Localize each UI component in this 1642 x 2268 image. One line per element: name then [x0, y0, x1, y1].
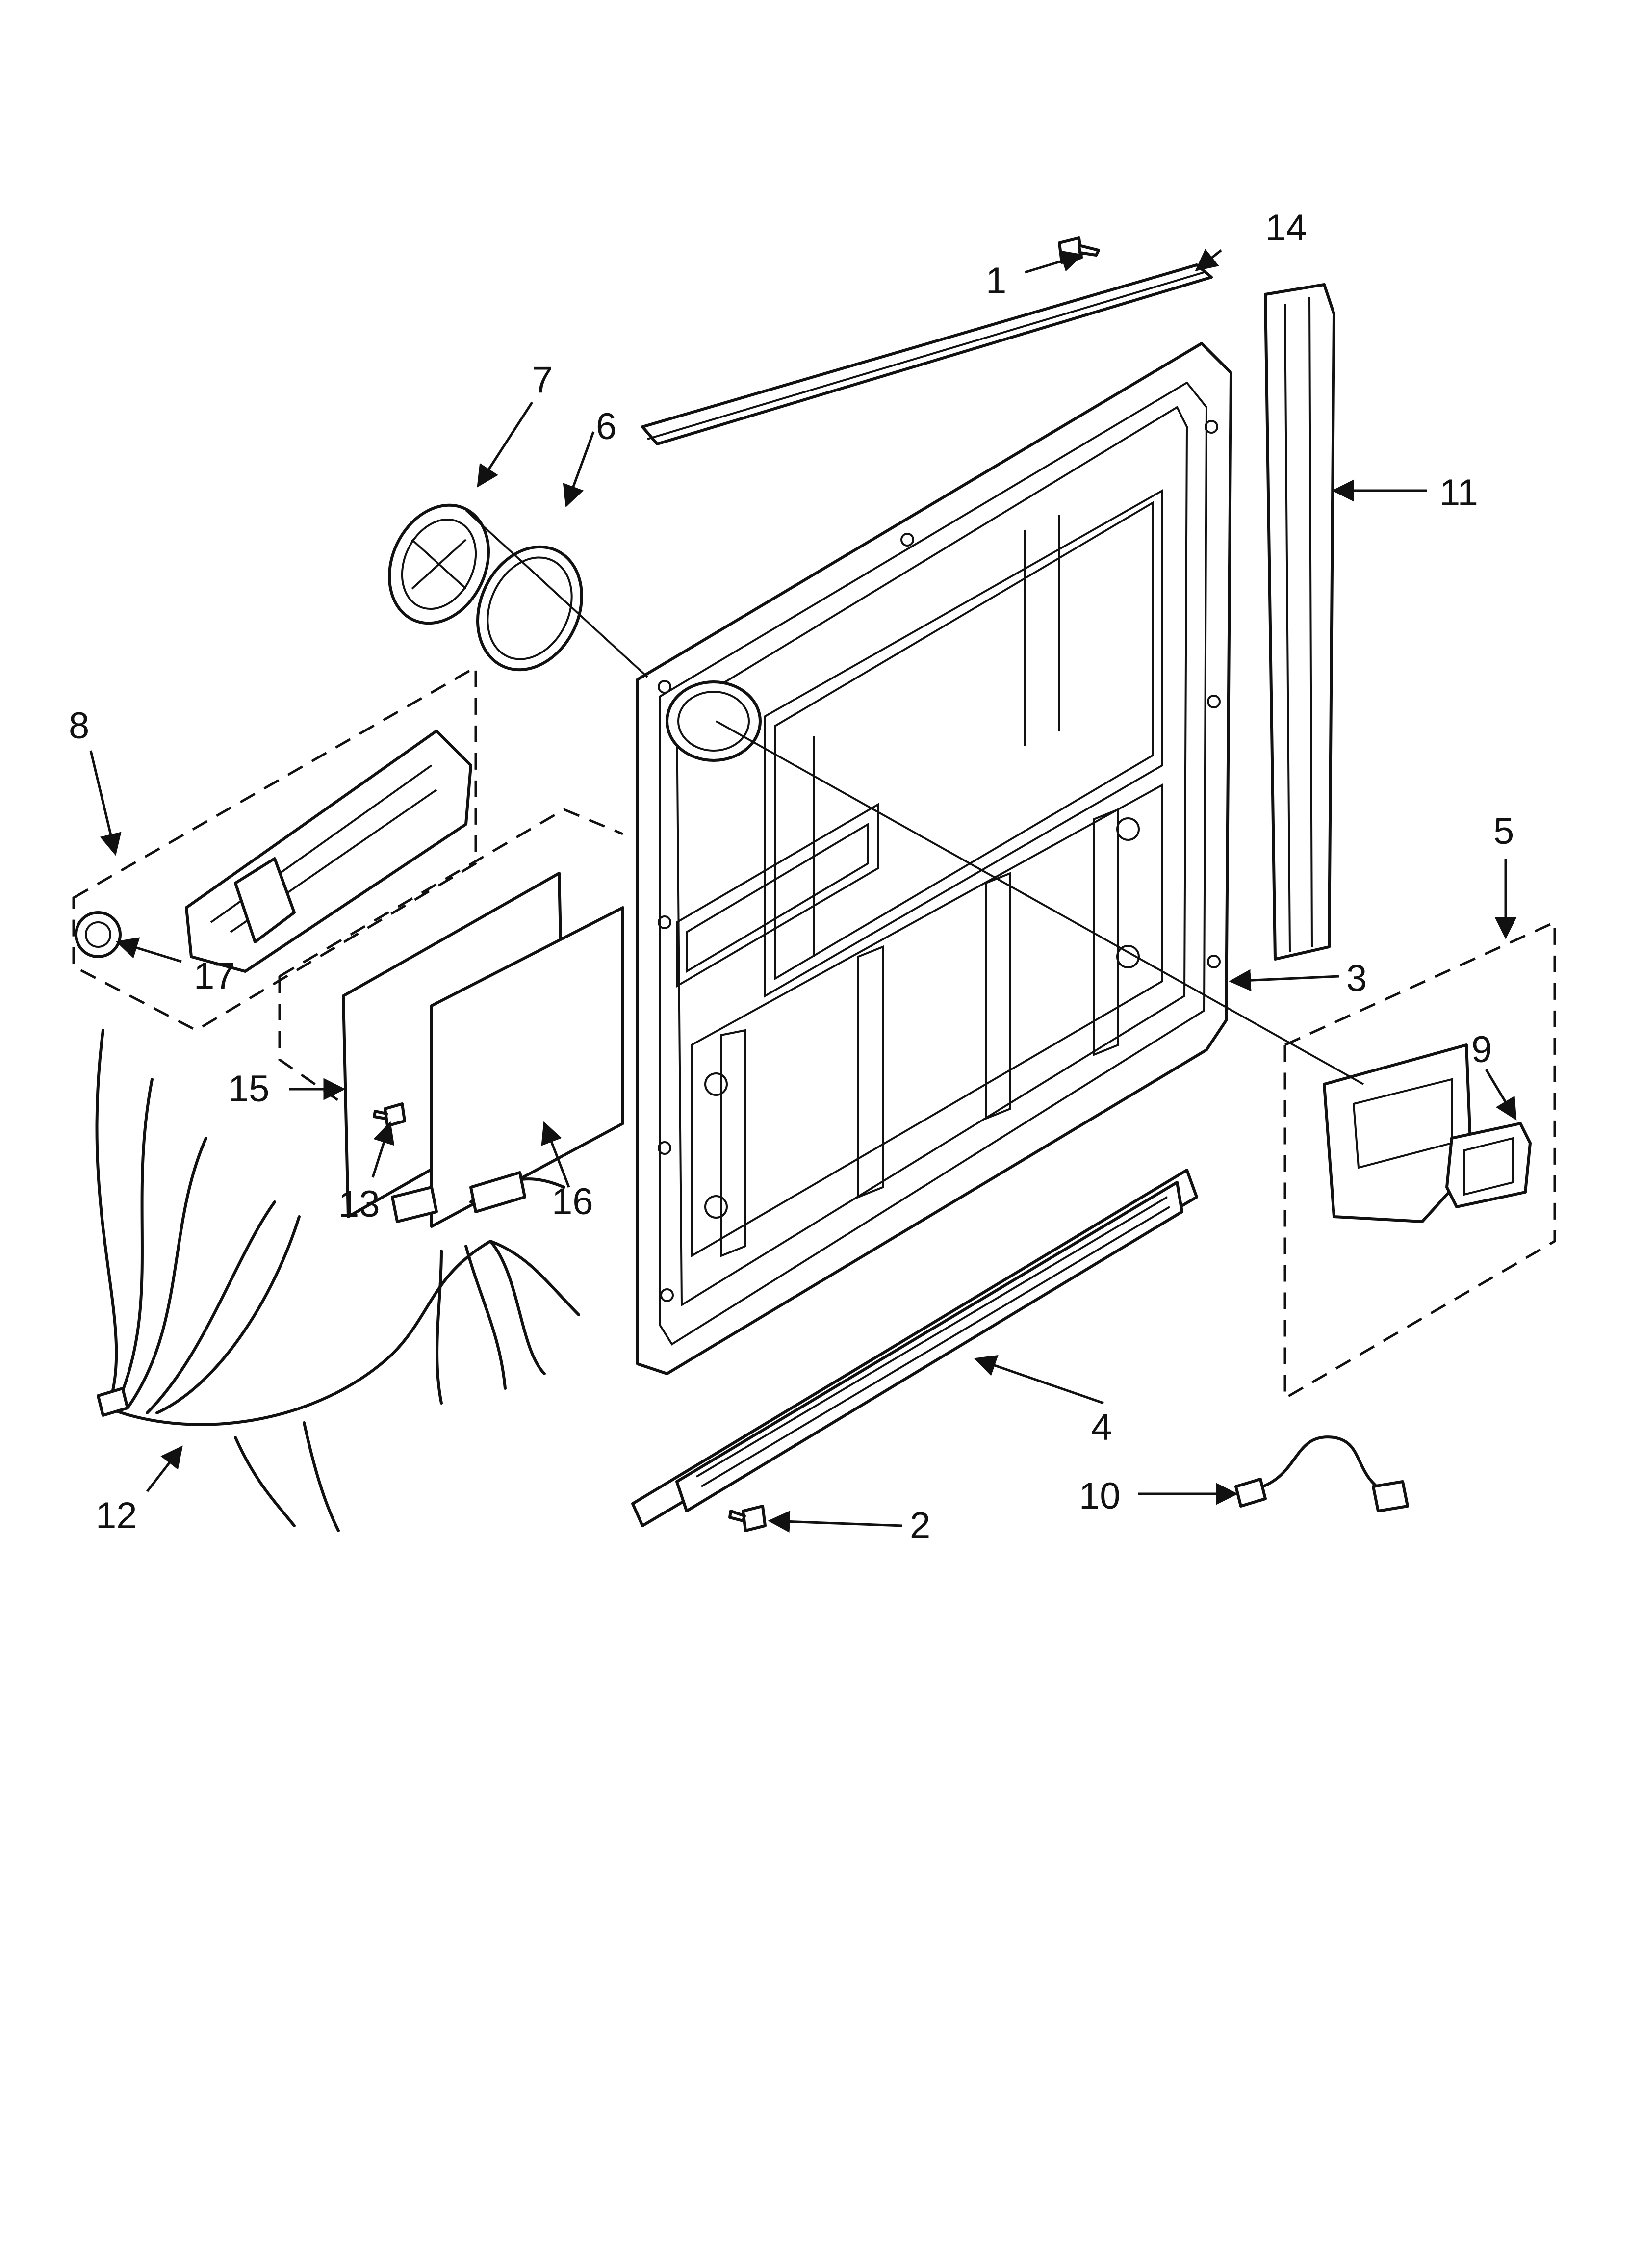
dispenser-knob	[75, 911, 122, 958]
screw-board	[373, 1102, 406, 1127]
wire-harness	[95, 1029, 580, 1532]
callout-8: 8	[69, 705, 89, 747]
callout-13: 13	[338, 1183, 380, 1225]
callout-10: 10	[1079, 1475, 1121, 1517]
callout-16: 16	[552, 1181, 593, 1223]
board-group-frame	[278, 808, 623, 1105]
vent-housing	[1323, 1043, 1473, 1223]
callout-14: 14	[1265, 207, 1307, 249]
callout-6: 6	[596, 406, 616, 447]
wire-jumper	[1234, 1435, 1409, 1512]
bottom-trim-strip	[631, 1169, 1198, 1527]
vent-housing-group-frame	[1283, 920, 1556, 1401]
vent-gasket	[476, 545, 583, 672]
callout-1: 1	[986, 260, 1006, 302]
alignment-lines	[465, 509, 1364, 1085]
callout-12: 12	[96, 1495, 137, 1537]
vent-housing-gasket	[1445, 1122, 1532, 1208]
callout-17: 17	[194, 955, 235, 997]
callout-11: 11	[1439, 472, 1478, 514]
dispenser-group-frame	[72, 665, 477, 1032]
screw-bottom	[728, 1505, 767, 1532]
callout-7: 7	[532, 359, 553, 401]
callout-5: 5	[1493, 810, 1514, 852]
side-trim-strip	[1264, 283, 1335, 961]
callout-15: 15	[228, 1068, 270, 1110]
detergent-dispenser	[185, 730, 472, 973]
vent-cap	[387, 503, 490, 625]
callout-3: 3	[1346, 958, 1367, 999]
callout-9: 9	[1471, 1029, 1492, 1070]
top-trim-strip	[641, 263, 1213, 445]
inner-door-panel	[636, 342, 1232, 1375]
callout-labels: 1 2 3 4 5 6 7 8 9 10 11 12 13 14 15 16 1…	[69, 207, 1514, 1546]
callout-2: 2	[910, 1505, 930, 1546]
leader-lines	[89, 249, 1517, 1533]
callout-4: 4	[1091, 1407, 1112, 1448]
board-cover	[430, 906, 624, 1228]
